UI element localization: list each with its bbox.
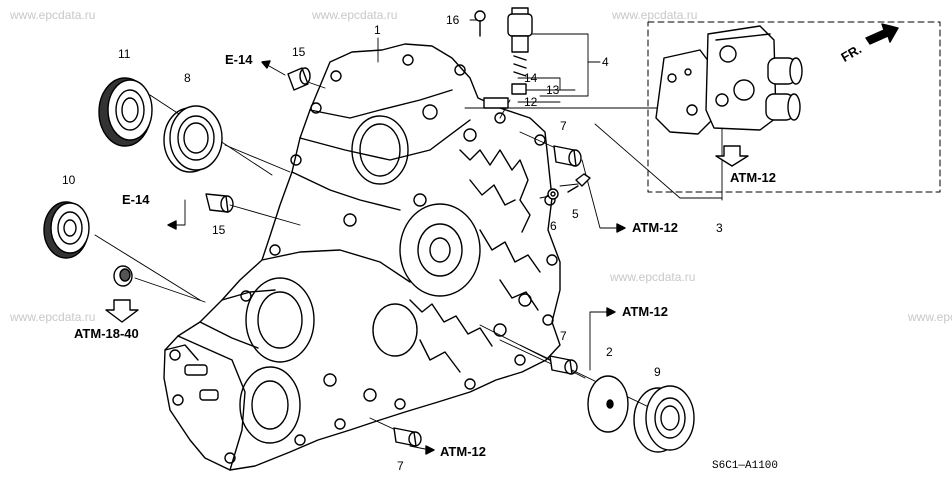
callout-8: 8 <box>184 71 191 85</box>
callout-10: 10 <box>62 173 76 187</box>
callout-13: 13 <box>546 83 560 97</box>
ref-atm12-bottom[interactable]: ATM-12 <box>440 444 486 459</box>
ref-atm12-lower-right[interactable]: ATM-12 <box>622 304 668 319</box>
atm12-arrowhead <box>616 223 626 233</box>
dowel-pin-7-mid <box>549 355 578 375</box>
direction-label: FR. <box>838 41 864 64</box>
dowel-pin-15-top <box>287 67 311 91</box>
oil-seal-10 <box>43 201 90 259</box>
callout-4: 4 <box>602 55 609 69</box>
watermark: www.epcdata.ru <box>10 310 96 324</box>
ref-atm12-right-mid[interactable]: ATM-12 <box>632 220 678 235</box>
bearing-9 <box>633 385 695 453</box>
callout-7-bottom: 7 <box>397 459 404 473</box>
solenoid-assy-box <box>647 21 941 193</box>
callout-11: 11 <box>118 47 131 61</box>
ref-atm12-solenoid[interactable]: ATM-12 <box>730 170 776 185</box>
callout-16: 16 <box>446 13 460 27</box>
callout-7-mid: 7 <box>560 329 567 343</box>
watermark: www.epcdata.ru <box>312 8 398 22</box>
dowel-pin-7-bottom <box>393 427 422 447</box>
bearing-8 <box>163 105 223 173</box>
atm-18-40-arrow <box>105 299 139 323</box>
watermark: www.epcdata.ru <box>908 310 952 324</box>
watermark: www.epcdata.ru <box>610 270 696 284</box>
bolt-5 <box>567 173 591 193</box>
solenoid-valve <box>474 7 533 109</box>
callout-6: 6 <box>550 219 557 233</box>
callout-5: 5 <box>572 207 579 221</box>
e14-arrowhead <box>261 60 271 69</box>
callout-2: 2 <box>606 345 613 359</box>
watermark: www.epcdata.ru <box>612 8 698 22</box>
callout-14: 14 <box>524 71 538 85</box>
watermark: www.epcdata.ru <box>10 8 96 22</box>
transmission-case <box>163 43 561 471</box>
diagram-code: S6C1—A1100 <box>712 460 778 472</box>
callout-3: 3 <box>716 221 723 235</box>
ref-e14-top[interactable]: E-14 <box>225 52 253 67</box>
ref-atm18-40[interactable]: ATM-18-40 <box>74 326 139 341</box>
front-direction-arrow <box>865 23 899 45</box>
oil-seal-11 <box>98 77 153 147</box>
e14-arrowhead <box>167 220 177 230</box>
callout-9: 9 <box>654 365 661 379</box>
plate-2 <box>587 375 629 433</box>
callout-7-top: 7 <box>560 119 567 133</box>
atm12-arrowhead <box>606 307 616 317</box>
ref-e14-left[interactable]: E-14 <box>122 192 150 207</box>
atm12-arrowhead <box>425 445 435 455</box>
callout-15-left: 15 <box>212 223 226 237</box>
dowel-pin-15-left <box>205 193 234 213</box>
callout-12: 12 <box>524 95 538 109</box>
dowel-pin-7-top <box>553 145 582 167</box>
callout-15-top: 15 <box>292 45 306 59</box>
callout-1: 1 <box>374 23 381 37</box>
washer-6 <box>547 188 559 200</box>
small-seal <box>113 265 133 287</box>
